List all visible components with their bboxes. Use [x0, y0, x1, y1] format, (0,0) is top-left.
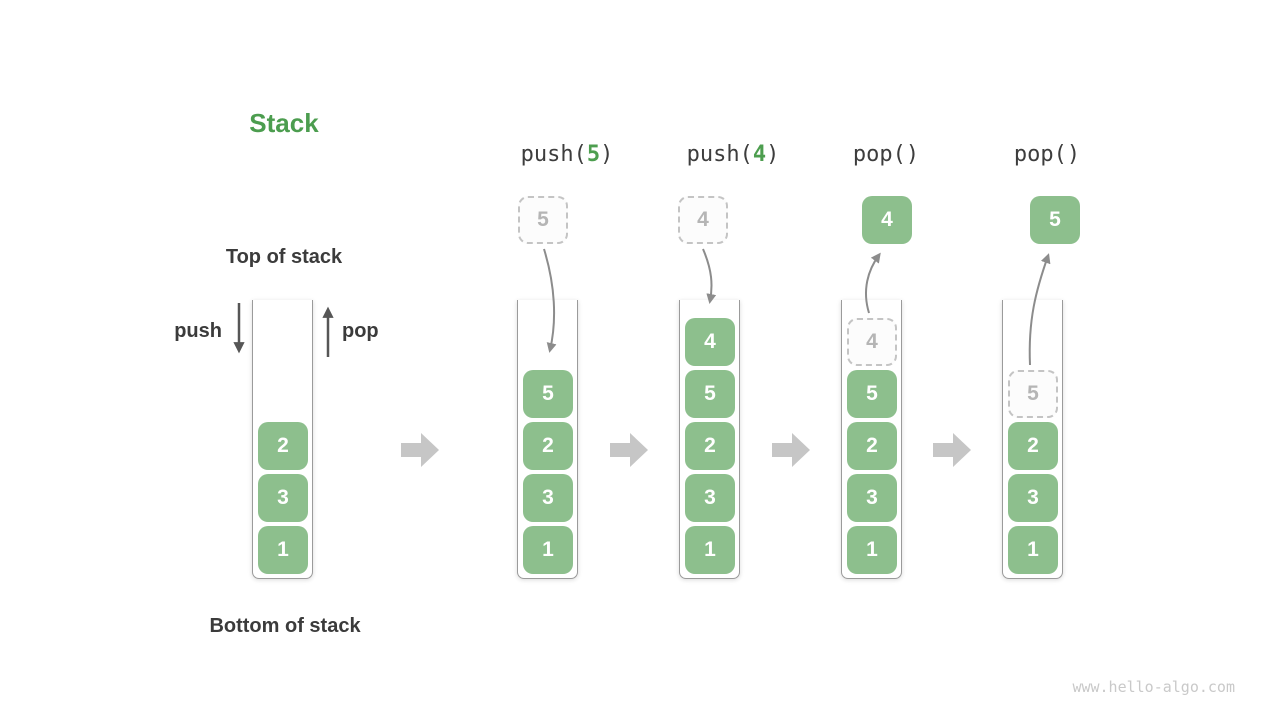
- op-text: push(: [686, 142, 753, 167]
- push-label: push: [174, 320, 222, 342]
- operation-label-push4: push(4): [648, 142, 818, 167]
- stack-item: 3: [523, 474, 573, 522]
- pop-label: pop: [342, 320, 379, 342]
- push4-curve-arrow-icon: [702, 248, 717, 304]
- stack-item: 2: [685, 422, 735, 470]
- op-text: push(: [520, 142, 587, 167]
- stack-item: 1: [523, 526, 573, 574]
- ghost-stack-item: 5: [1008, 370, 1058, 418]
- operation-label-pop-1: pop(): [801, 142, 971, 167]
- popped-element: 4: [862, 196, 912, 244]
- incoming-element: 4: [678, 196, 728, 244]
- stack-item: 5: [847, 370, 897, 418]
- op-text: pop(): [1013, 142, 1081, 167]
- bottom-of-stack-label: Bottom of stack: [209, 615, 361, 637]
- stage-transition-arrow-icon: [401, 433, 439, 467]
- stack-item: 3: [847, 474, 897, 522]
- operation-label-pop-2: pop(): [962, 142, 1132, 167]
- stack-item: 3: [685, 474, 735, 522]
- stack-item: 2: [847, 422, 897, 470]
- stage-transition-arrow-icon: [933, 433, 971, 467]
- stage-transition-arrow-icon: [610, 433, 648, 467]
- stack-item: 4: [685, 318, 735, 366]
- stack-item: 5: [685, 370, 735, 418]
- op-arg: 5: [586, 142, 601, 167]
- stack-item: 1: [1008, 526, 1058, 574]
- op-text: pop(): [852, 142, 920, 167]
- stack-item: 2: [1008, 422, 1058, 470]
- stack-item: 1: [258, 526, 308, 574]
- stack-item: 1: [685, 526, 735, 574]
- incoming-element: 5: [518, 196, 568, 244]
- diagram-title: Stack: [249, 108, 319, 138]
- stack-item: 3: [1008, 474, 1058, 522]
- op-text: ): [766, 142, 780, 167]
- stack-item: 2: [258, 422, 308, 470]
- operation-label-push5: push(5): [482, 142, 652, 167]
- top-of-stack-label: Top of stack: [225, 246, 343, 268]
- op-arg: 4: [752, 142, 767, 167]
- stack-item: 2: [523, 422, 573, 470]
- stack-item: 3: [258, 474, 308, 522]
- stage-transition-arrow-icon: [772, 433, 810, 467]
- ghost-stack-item: 4: [847, 318, 897, 366]
- watermark: www.hello-algo.com: [1072, 678, 1235, 696]
- stack-item: 1: [847, 526, 897, 574]
- op-text: ): [600, 142, 614, 167]
- stack-item: 5: [523, 370, 573, 418]
- popped-element: 5: [1030, 196, 1080, 244]
